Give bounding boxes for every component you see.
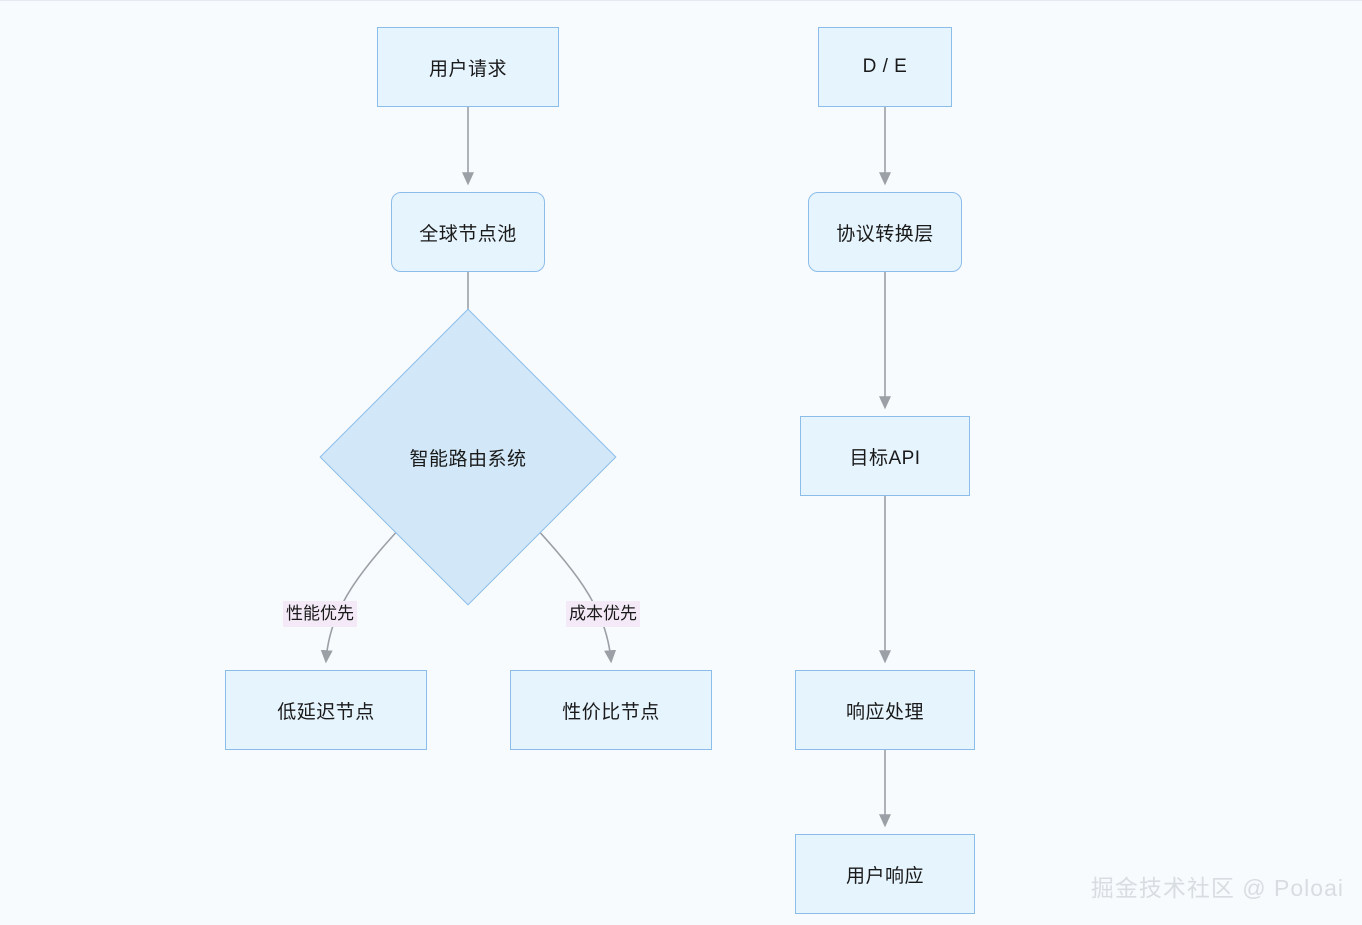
node-label: 智能路由系统 (409, 448, 527, 470)
watermark: 掘金技术社区 @ Poloai (1090, 875, 1344, 901)
node-label: 用户响应 (845, 865, 924, 887)
node-smart-routing-system[interactable]: 智能路由系统 (319, 308, 617, 606)
edge-label-performance-first: 性能优先 (283, 601, 357, 627)
node-cost-effective-node[interactable]: 性价比节点 (510, 670, 712, 750)
edge-label-text: 性能优先 (286, 604, 354, 623)
node-response-processing[interactable]: 响应处理 (795, 670, 975, 750)
node-label: 低延迟节点 (277, 701, 375, 723)
node-label: 全球节点池 (419, 223, 517, 245)
node-label: 用户请求 (428, 58, 507, 80)
node-de[interactable]: D / E (818, 27, 952, 107)
node-label: 性价比节点 (562, 701, 660, 723)
node-label: 协议转换层 (836, 223, 934, 245)
node-label: 响应处理 (845, 701, 924, 723)
edge-label-text: 成本优先 (569, 604, 637, 623)
node-label: D / E (862, 56, 908, 77)
node-target-api[interactable]: 目标API (800, 416, 970, 496)
node-user-request[interactable]: 用户请求 (377, 27, 559, 107)
node-protocol-conversion-layer[interactable]: 协议转换层 (808, 192, 962, 272)
node-label: 目标API (849, 447, 921, 469)
edge-label-cost-first: 成本优先 (566, 601, 640, 627)
node-low-latency-node[interactable]: 低延迟节点 (225, 670, 427, 750)
node-user-response[interactable]: 用户响应 (795, 834, 975, 914)
node-global-node-pool[interactable]: 全球节点池 (391, 192, 545, 272)
